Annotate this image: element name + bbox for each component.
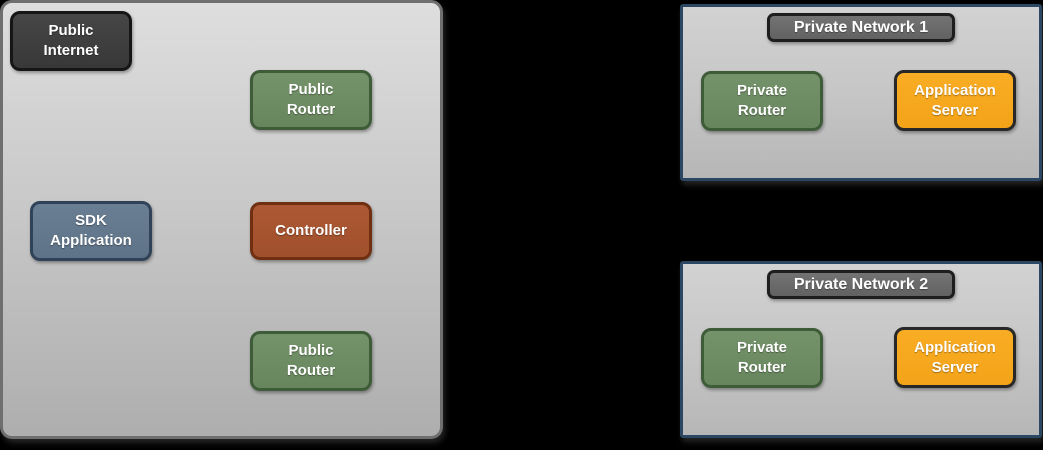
node-sdk-application: SDK Application <box>30 201 152 261</box>
node-public-router-top-label: Public Router <box>286 81 336 118</box>
node-application-server-1-label: Application Server <box>914 81 996 119</box>
node-private-router-1-label: Private Router <box>736 82 788 119</box>
node-application-server-1: Application Server <box>894 70 1016 131</box>
node-public-router-bottom: Public Router <box>250 331 372 391</box>
node-public-router-top: Public Router <box>250 70 372 130</box>
node-private-router-2-label: Private Router <box>736 339 788 376</box>
private-network-1-title: Private Network 1 <box>793 18 929 36</box>
node-public-internet-label: Public Internet <box>43 22 99 59</box>
node-controller-label: Controller <box>275 222 347 239</box>
private-network-1-container: Private Network 1 Private Router Applica… <box>680 4 1042 181</box>
node-application-server-2-label: Application Server <box>914 338 996 376</box>
node-controller: Controller <box>250 202 372 260</box>
node-private-router-1: Private Router <box>701 71 823 131</box>
private-network-2-title: Private Network 2 <box>793 275 929 293</box>
node-private-router-2: Private Router <box>701 328 823 388</box>
private-network-2-container: Private Network 2 Private Router Applica… <box>680 261 1042 438</box>
private-network-1-title-badge: Private Network 1 <box>767 13 955 42</box>
node-public-router-bottom-label: Public Router <box>286 342 336 379</box>
node-sdk-application-label: SDK Application <box>50 212 132 249</box>
node-public-internet: Public Internet <box>10 11 132 71</box>
private-network-2-title-badge: Private Network 2 <box>767 270 955 299</box>
node-application-server-2: Application Server <box>894 327 1016 388</box>
public-zone-container: Public Internet Public Router SDK Applic… <box>0 0 443 439</box>
